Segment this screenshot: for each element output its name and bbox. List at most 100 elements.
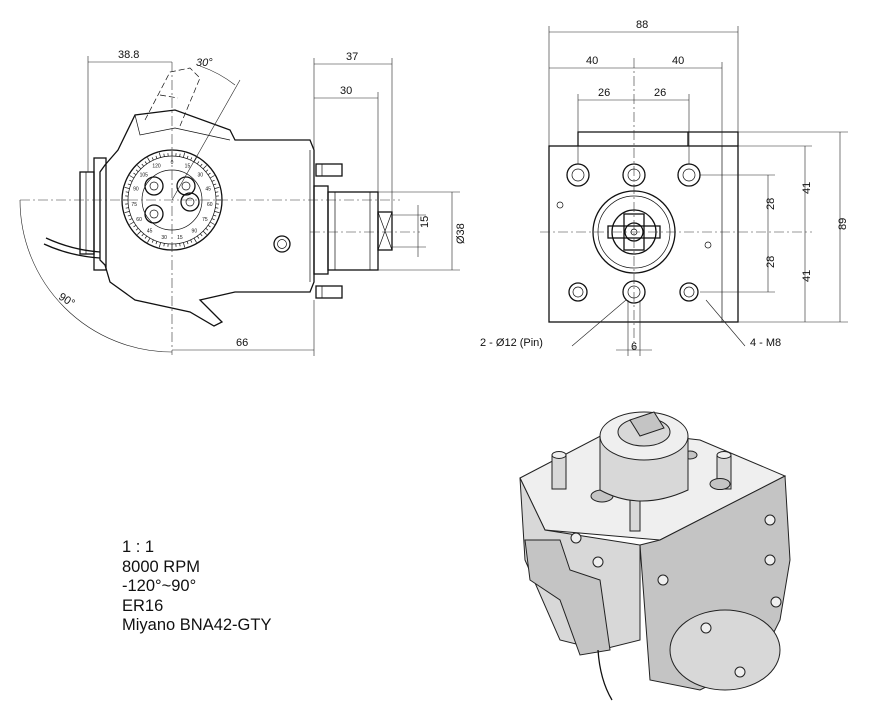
dim-40-right: 40 <box>672 55 684 67</box>
front-view: 88 40 40 26 26 28 28 41 41 89 6 2 - Ø12 … <box>480 19 849 356</box>
dial-tick <box>155 155 158 159</box>
dim-dia-38: Ø38 <box>455 223 467 244</box>
dial-tick <box>200 233 203 237</box>
spec-angle-range: -120°~90° <box>122 577 197 595</box>
dial-tick <box>125 191 129 193</box>
dial-tick <box>133 224 137 228</box>
dial-tick <box>129 175 135 179</box>
dim-66: 66 <box>236 337 248 349</box>
dim-37: 37 <box>346 51 358 63</box>
callout-pin: 2 - Ø12 (Pin) <box>480 337 543 349</box>
dial-tick <box>190 157 193 161</box>
spec-machine: Miyano BNA42-GTY <box>122 616 272 634</box>
dial-tick-label: 75 <box>131 202 137 208</box>
dim-28-bottom: 28 <box>765 256 777 268</box>
dial-tick <box>129 218 133 221</box>
dial-tick-label: 0 <box>171 160 174 166</box>
dial-tick <box>213 183 217 186</box>
dim-6: 6 <box>631 341 637 353</box>
dial-tick <box>155 241 158 245</box>
dial-tick <box>158 152 161 158</box>
dial-tick <box>205 228 209 231</box>
dial-tick <box>202 230 207 235</box>
dial-tick <box>127 214 131 217</box>
dial-tick <box>193 237 197 243</box>
dial-tick <box>124 186 130 189</box>
dial-tick-label: 45 <box>147 229 153 235</box>
dim-89: 89 <box>837 218 849 230</box>
dial-tick <box>127 183 131 186</box>
dial-tick <box>151 157 154 161</box>
dial-tick <box>141 163 144 167</box>
dial-tick <box>202 165 207 170</box>
dial-tick <box>186 241 189 245</box>
dim-26-right: 26 <box>654 87 666 99</box>
dial-tick <box>215 207 219 209</box>
dial-tick <box>163 243 165 247</box>
dim-40-left: 40 <box>586 55 598 67</box>
dial-tick-label: 45 <box>205 186 211 192</box>
dial-tick <box>141 233 144 237</box>
callout-thread: 4 - M8 <box>750 337 781 349</box>
dial-tick <box>163 153 165 157</box>
spec-scale: 1 : 1 <box>122 538 155 556</box>
dial-tick-label: 30 <box>197 173 203 179</box>
dial-tick-label: 30 <box>161 235 167 241</box>
dial-tick <box>144 235 148 239</box>
dial-tick <box>151 239 154 243</box>
dial-tick <box>179 243 181 247</box>
dial-tick-label: 15 <box>185 163 191 169</box>
dim-41-top: 41 <box>801 182 813 194</box>
dial-tick-label: 120 <box>152 163 161 169</box>
dial-tick <box>200 163 203 167</box>
spec-speed: 8000 RPM <box>122 557 200 576</box>
dial-tick <box>207 172 211 176</box>
dim-26-left: 26 <box>598 87 610 99</box>
dial-tick-label: 90 <box>192 229 198 235</box>
dial-tick <box>125 207 129 209</box>
dial-tick <box>158 242 161 248</box>
dim-88: 88 <box>636 19 648 31</box>
dial-tick <box>186 155 189 159</box>
dial-tick-label: 15 <box>177 235 183 241</box>
dial-tick-label: 90 <box>133 186 139 192</box>
dial-tick <box>183 152 186 158</box>
dial-tick <box>133 172 137 176</box>
dial-tick <box>214 211 220 214</box>
dial-tick <box>209 175 215 179</box>
dial-tick <box>209 221 215 225</box>
dial-tick <box>190 239 193 243</box>
dim-41-bottom: 41 <box>801 270 813 282</box>
dial-tick <box>135 169 139 172</box>
dim-angle-90: 90° <box>56 291 76 310</box>
dim-28-top: 28 <box>765 198 777 210</box>
dial-tick-label: 60 <box>207 202 213 208</box>
dial-tick <box>137 230 142 235</box>
dial-tick <box>211 179 215 182</box>
dial-tick <box>207 224 211 228</box>
dial-tick <box>214 186 220 189</box>
dim-angle-30: 30° <box>196 57 213 69</box>
dial-tick <box>129 221 135 225</box>
dial-tick <box>179 153 181 157</box>
dial-tick <box>135 228 139 231</box>
dial-tick <box>193 157 197 163</box>
dial-tick <box>196 235 200 239</box>
dial-tick <box>205 169 209 172</box>
spec-block: 1 : 1 8000 RPM -120°~90° ER16 Miyano BNA… <box>122 538 271 636</box>
dial-tick <box>211 218 215 221</box>
dial-tick <box>147 237 151 243</box>
dial-tick-label: 60 <box>136 217 142 223</box>
dial-tick <box>213 214 217 217</box>
dim-15: 15 <box>419 216 431 228</box>
dial-tick-label: 105 <box>140 173 149 179</box>
dial-tick <box>215 191 219 193</box>
isometric-view <box>519 411 791 701</box>
dial-tick <box>129 179 133 182</box>
dim-30: 30 <box>340 85 352 97</box>
dial-tick <box>144 161 148 165</box>
dial-tick <box>147 157 151 163</box>
dial-tick <box>183 242 186 248</box>
